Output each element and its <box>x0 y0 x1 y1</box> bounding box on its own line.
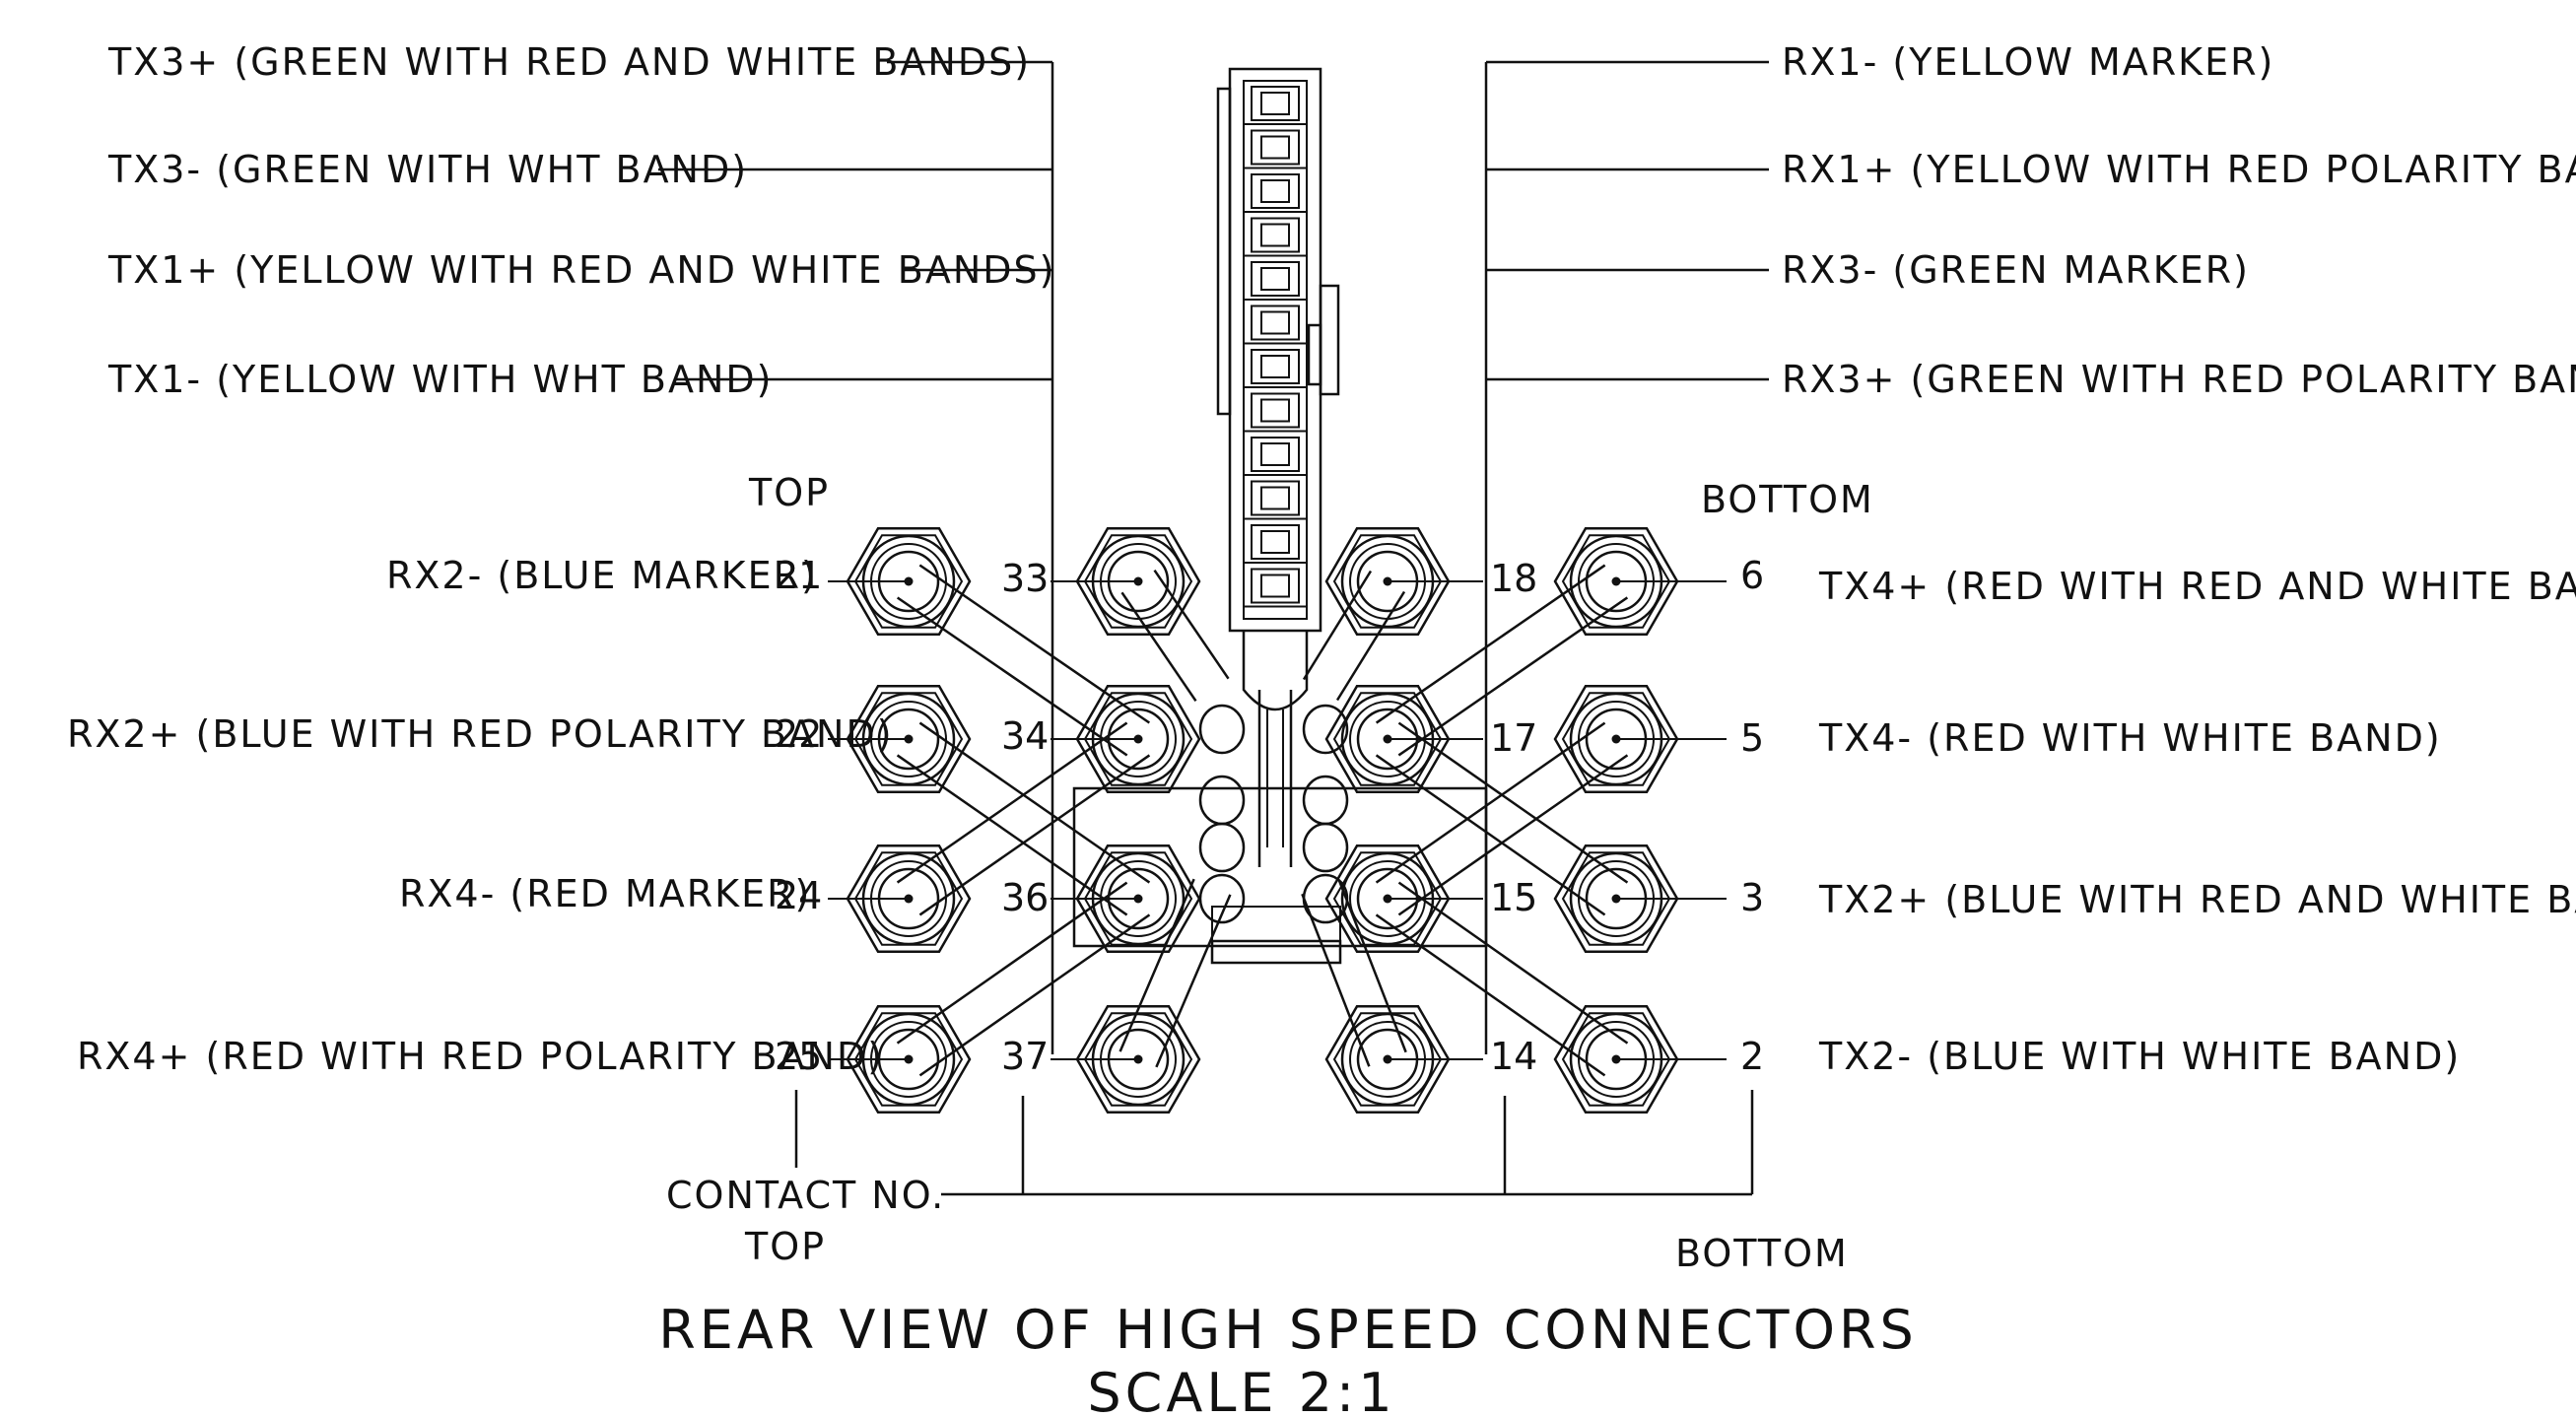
strip-cell <box>1244 524 1307 564</box>
contact-33: 33 <box>1001 557 1049 600</box>
contact-leaders: CONTACT NO. TOP BOTTOM <box>666 1090 1849 1275</box>
wire-loop <box>1302 873 1349 924</box>
label-rx3-plus: RX3+ (GREEN WITH RED POLARITY BAND) <box>1782 358 2576 401</box>
label-rx2-minus: RX2- (BLUE MARKER) <box>386 554 818 597</box>
wire-loop <box>1198 775 1246 826</box>
wire-loop <box>1302 822 1349 873</box>
wire-loop <box>1302 775 1349 826</box>
contact-36: 36 <box>1001 876 1049 919</box>
wire <box>896 564 1151 757</box>
left-side: TOP RX2- (BLUE MARKER) 21 33 RX2+ (BLUE … <box>67 471 1049 1078</box>
wire-loop <box>1302 704 1349 755</box>
contact-25: 25 <box>775 1035 822 1078</box>
strip-cell <box>1244 173 1307 213</box>
contact-3: 3 <box>1740 876 1764 919</box>
label-rx4-minus: RX4- (RED MARKER) <box>399 872 811 915</box>
contact-17: 17 <box>1490 716 1537 760</box>
contact-top-label: TOP <box>744 1225 826 1268</box>
wire-loop <box>1198 704 1246 755</box>
wire <box>1301 879 1407 1067</box>
left-heading-top: TOP <box>748 471 830 514</box>
strip-cell <box>1244 437 1307 476</box>
contact-bottom-label: BOTTOM <box>1675 1232 1849 1275</box>
strip-cells <box>1244 86 1307 608</box>
strip-cell <box>1244 129 1307 169</box>
contact-5: 5 <box>1740 716 1764 760</box>
wires <box>896 564 1629 1077</box>
strip-cell <box>1244 261 1307 301</box>
contact-21: 21 <box>775 554 822 597</box>
label-rx1-minus: RX1- (YELLOW MARKER) <box>1782 40 2274 84</box>
coax-connector <box>1553 685 1679 793</box>
wire <box>1302 570 1406 702</box>
wire <box>896 721 1151 916</box>
wire <box>1375 881 1629 1077</box>
strip-cell <box>1244 568 1307 608</box>
right-heading-bottom: BOTTOM <box>1701 478 1874 521</box>
strip-cell <box>1244 480 1307 520</box>
label-tx2-plus: TX2+ (BLUE WITH RED AND WHITE BANDS) <box>1818 878 2576 921</box>
strip-cell <box>1244 304 1307 345</box>
contact-18: 18 <box>1490 557 1537 600</box>
contact-24: 24 <box>775 874 822 917</box>
right-side: BOTTOM 18 6 TX4+ (RED WITH RED AND WHITE… <box>1490 478 2576 1078</box>
label-tx4-minus: TX4- (RED WITH WHITE BAND) <box>1818 716 2442 760</box>
diagram-title: REAR VIEW OF HIGH SPEED CONNECTORS <box>658 1299 1918 1361</box>
contact-37: 37 <box>1001 1035 1049 1078</box>
contact-14: 14 <box>1490 1035 1537 1078</box>
wire-loop <box>1198 822 1246 873</box>
coax-connector <box>1324 1005 1451 1114</box>
label-tx3-plus: TX3+ (GREEN WITH RED AND WHITE BANDS) <box>107 40 1031 84</box>
strip-cell <box>1244 392 1307 433</box>
label-tx1-plus: TX1+ (YELLOW WITH RED AND WHITE BANDS) <box>107 248 1055 292</box>
contact-6: 6 <box>1740 554 1764 597</box>
wire <box>1375 721 1629 916</box>
label-tx3-minus: TX3- (GREEN WITH WHT BAND) <box>107 148 748 191</box>
strip-cell <box>1244 86 1307 125</box>
strip-cell <box>1244 217 1307 257</box>
contact-2: 2 <box>1740 1035 1764 1078</box>
wire <box>1375 564 1629 757</box>
top-left-labels: TX3+ (GREEN WITH RED AND WHITE BANDS) TX… <box>107 40 1055 1054</box>
diagram-scale: SCALE 2:1 <box>1087 1362 1395 1418</box>
label-tx2-minus: TX2- (BLUE WITH WHITE BAND) <box>1818 1035 2461 1078</box>
contact-34: 34 <box>1001 714 1049 758</box>
label-rx2-plus: RX2+ (BLUE WITH RED POLARITY BAND) <box>67 712 894 756</box>
strip-cell <box>1244 349 1307 388</box>
label-tx1-minus: TX1- (YELLOW WITH WHT BAND) <box>107 358 773 401</box>
coax-connector <box>1324 844 1451 953</box>
label-rx3-minus: RX3- (GREEN MARKER) <box>1782 248 2250 292</box>
wire <box>1375 721 1629 916</box>
wire <box>896 881 1151 1077</box>
label-tx4-plus: TX4+ (RED WITH RED AND WHITE BANDS) <box>1818 565 2576 608</box>
contact-22: 22 <box>775 712 822 756</box>
top-right-labels: RX1- (YELLOW MARKER) RX1+ (YELLOW WITH R… <box>1484 40 2576 1054</box>
label-rx4-plus: RX4+ (RED WITH RED POLARITY BAND) <box>77 1035 884 1078</box>
wire <box>896 721 1151 916</box>
label-rx1-plus: RX1+ (YELLOW WITH RED POLARITY BAND) <box>1782 148 2576 191</box>
contact-no-label: CONTACT NO. <box>666 1174 945 1217</box>
connectors <box>828 527 1727 1114</box>
contact-15: 15 <box>1490 876 1537 919</box>
terminal-strip <box>1072 67 1488 965</box>
